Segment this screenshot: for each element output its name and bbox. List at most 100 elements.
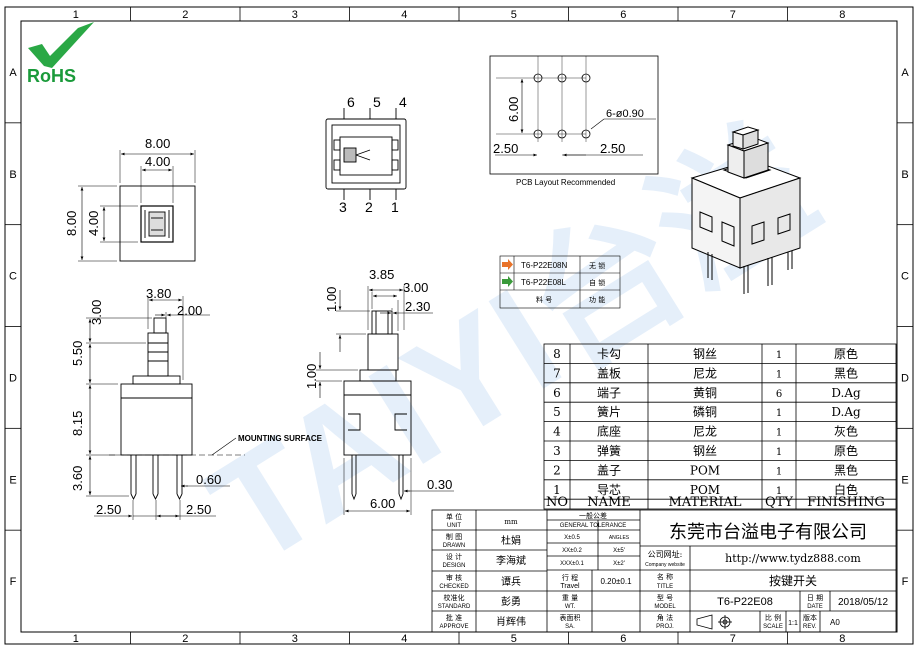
bom-name: 盖子 <box>597 463 621 477</box>
pin-number-top: 4 <box>399 94 407 110</box>
bom-qty: 1 <box>776 486 782 497</box>
bom-header-material: MATERIAL <box>668 495 741 510</box>
bom-header-name: NAME <box>587 495 631 510</box>
grid-row-label: F <box>902 576 909 588</box>
pcb-right-pitch: 2.50 <box>600 141 625 156</box>
bom-material: 黄铜 <box>693 385 717 400</box>
bom-material: 钢丝 <box>693 347 717 361</box>
pcb-height-dim: 6.00 <box>506 97 521 122</box>
grid-ticks <box>5 7 913 644</box>
front-pitch-right: 2.50 <box>186 502 211 517</box>
tol-row3-angle: X±2' <box>613 561 625 567</box>
travel-value: 0.20±0.1 <box>600 577 632 586</box>
bom-table-frame <box>543 343 897 510</box>
weight-cn: 重 量 <box>562 594 578 602</box>
revision-value: A0 <box>830 618 840 627</box>
grid-col-label: 1 <box>73 9 79 21</box>
side-dim-6-00: 6.00 <box>370 496 395 511</box>
arrow-icon-unlocked <box>502 259 513 270</box>
bom-name: 弹簧 <box>597 443 621 458</box>
website-label-cn: 公司网址: <box>648 549 683 559</box>
scale-label-cn: 比 例 <box>765 613 781 622</box>
tol-row3-linear: XXX±0.1 <box>560 561 584 567</box>
rohs-text: RoHS <box>27 66 76 86</box>
top-view-body <box>119 185 196 262</box>
front-pitch-left: 2.50 <box>96 502 121 517</box>
bom-no: 7 <box>553 366 561 380</box>
rev-label-en: REV. <box>803 624 817 630</box>
front-view-button <box>147 332 169 377</box>
tb-label-cn: 制 图 <box>446 532 462 541</box>
tb-label-en: APPROVE <box>439 624 468 630</box>
drawing-title: 按键开关 <box>769 574 817 588</box>
tb-value: 谭兵 <box>501 575 521 588</box>
model-number: T6-P22E08 <box>717 596 773 608</box>
bom-material: POM <box>690 463 720 477</box>
front-dim-5-50: 5.50 <box>70 341 85 366</box>
front-dim-3-00: 3.00 <box>89 300 104 325</box>
travel-cn: 行 程 <box>562 573 578 582</box>
front-view-cap <box>153 317 167 334</box>
tb-label-en: DESIGN <box>442 563 465 569</box>
pin-view-slider <box>343 147 357 163</box>
top-view-cap <box>148 211 166 237</box>
bom-no: 2 <box>553 463 561 477</box>
tolerance-cn: 一般公差 <box>579 511 607 520</box>
grid-col-label: 4 <box>401 633 407 645</box>
bom-header: NO NAME MATERIAL QTY FINISHING <box>546 495 885 510</box>
grid-col-label: 2 <box>182 9 188 21</box>
pin-view <box>325 108 407 200</box>
model-table-header-part: 料 号 <box>536 295 552 304</box>
pin-number-bottom: 3 <box>339 199 347 215</box>
bom-finishing: 黑色 <box>834 366 858 380</box>
bom-finishing: 白色 <box>834 482 858 497</box>
company-website: http://www.tydz888.com <box>725 552 861 565</box>
bom-no: 3 <box>553 444 561 458</box>
bom-finishing: 灰色 <box>834 425 858 439</box>
top-inner-width-dim: 4.00 <box>145 154 170 169</box>
arrow-icon-locked <box>502 276 513 287</box>
pcb-layout-frame <box>489 55 659 175</box>
grid-row-label: B <box>9 169 16 181</box>
date-label-en: DATE <box>807 604 823 610</box>
pin-number-top: 6 <box>347 94 355 110</box>
side-dim-2-30: 2.30 <box>405 299 430 314</box>
side-dim-1-00-mid: 1.00 <box>304 364 319 389</box>
bom-qty: 1 <box>776 408 782 419</box>
top-height-dim: 8.00 <box>64 211 79 236</box>
bom-table <box>543 343 897 510</box>
bom-material: 磷铜 <box>693 404 717 419</box>
rohs-logo: RoHS <box>27 22 94 86</box>
grid-col-label: 6 <box>620 633 626 645</box>
company-name: 东莞市台溢电子有限公司 <box>669 522 867 543</box>
tolerance-en: GENERAL TOLERANCE <box>560 523 627 529</box>
front-dim-8-15: 8.15 <box>70 411 85 436</box>
front-dim-3-60: 3.60 <box>70 466 85 491</box>
website-label-en: Company website <box>645 562 685 568</box>
grid-row-label: A <box>9 67 17 79</box>
bom-material: 尼龙 <box>693 425 717 439</box>
tb-label-en: UNIT <box>447 523 461 529</box>
bom-name: 端子 <box>597 386 621 400</box>
tol-row2-linear: XX±0.2 <box>562 548 582 554</box>
proj-label-en: PROJ. <box>656 624 674 630</box>
rev-label-cn: 版本 <box>803 613 817 622</box>
top-view <box>78 150 196 262</box>
bom-finishing: D.Ag <box>831 405 861 419</box>
bom-no: 4 <box>553 425 561 439</box>
title-label-cn: 名 称 <box>657 572 673 581</box>
pcb-left-pitch: 2.50 <box>493 141 518 156</box>
bom-qty: 1 <box>776 447 782 458</box>
grid-row-label: A <box>901 67 909 79</box>
title-block <box>431 509 897 633</box>
grid-col-label: 6 <box>620 9 626 21</box>
grid-row-label: D <box>901 372 909 384</box>
scale-value: 1:1 <box>788 620 798 627</box>
grid-col-label: 5 <box>511 633 517 645</box>
front-view <box>86 296 245 520</box>
scale-label-en: SCALE <box>763 624 783 630</box>
bom-name: 底座 <box>597 424 621 439</box>
